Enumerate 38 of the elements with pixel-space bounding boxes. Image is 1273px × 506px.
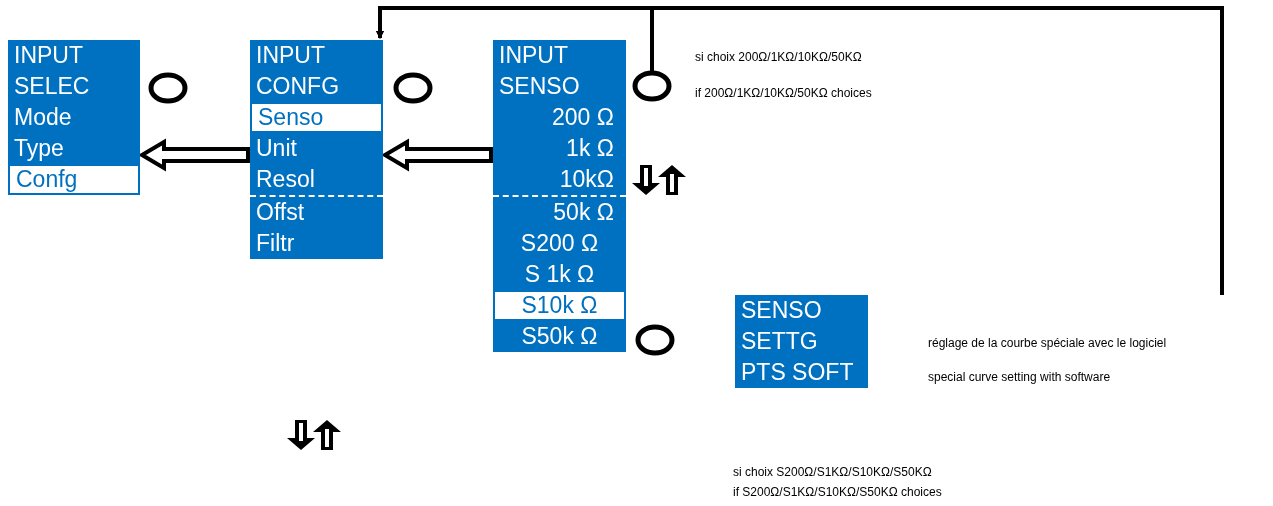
menu-item: Unit — [255, 134, 298, 163]
note-text: special curve setting with software — [928, 370, 1111, 384]
menu-item: S200 Ω — [519, 229, 600, 258]
menu-title: SENSO SETTG — [740, 296, 823, 356]
menu-item: 50k Ω — [493, 195, 626, 228]
menu-item: Resol — [255, 165, 316, 194]
button-circle-icon — [393, 72, 433, 104]
menu-item: PTS SOFT — [740, 358, 855, 387]
button-circle-icon — [632, 70, 672, 102]
menu-screen — [493, 40, 626, 352]
menu-title: INPUT SENSO — [498, 41, 581, 101]
block-arrow — [138, 138, 250, 172]
selected-menu-item: S10k Ω — [493, 290, 626, 321]
menu-item: 10kΩ — [558, 165, 615, 194]
note-text: réglage de la courbe spéciale avec le logiciel — [928, 336, 1167, 350]
menu-item: Mode — [13, 103, 73, 132]
button-circle-icon — [635, 324, 675, 356]
arrow — [376, 6, 1224, 295]
menu-title: INPUT CONFG — [255, 41, 341, 101]
button-circle-icon — [148, 72, 188, 104]
note-text: si choix S200Ω/S1KΩ/S10KΩ/S50KΩ — [733, 465, 932, 479]
menu-item: Filtr — [255, 229, 296, 258]
menu-screen — [735, 295, 868, 388]
note-text: if 200Ω/1KΩ/10KΩ/50KΩ choices — [695, 86, 872, 100]
menu-screen — [250, 40, 383, 259]
menu-item: Offst — [250, 195, 383, 228]
menu-item: 1k Ω — [565, 134, 615, 163]
selected-menu-item: Senso — [250, 102, 383, 133]
menu-item: S 1k Ω — [523, 260, 596, 289]
menu-screen — [8, 40, 140, 195]
selected-menu-item: Confg — [8, 164, 140, 195]
menu-item: Type — [13, 134, 65, 163]
note-text: if S200Ω/S1KΩ/S10KΩ/S50KΩ choices — [733, 485, 942, 499]
menu-item: 200 Ω — [551, 103, 615, 132]
menu-title: INPUT SELEC — [13, 41, 91, 101]
note-text: si choix 200Ω/1KΩ/10KΩ/50KΩ — [695, 50, 862, 64]
block-arrow — [381, 138, 493, 172]
menu-item: S50k Ω — [520, 322, 599, 351]
